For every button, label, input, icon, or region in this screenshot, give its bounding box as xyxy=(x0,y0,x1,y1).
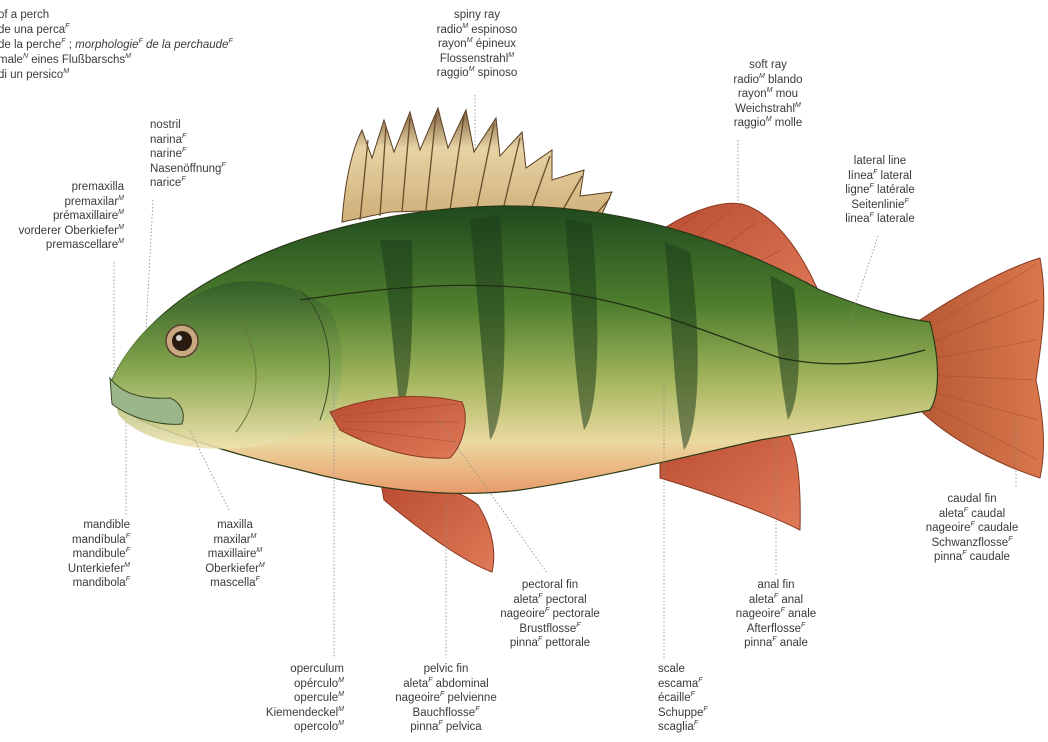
label-term: SeitenlinieF xyxy=(830,198,930,213)
label-term: operculum xyxy=(230,662,344,677)
label-term: FlossenstrahlM xyxy=(420,52,534,67)
label-term: lateral line xyxy=(830,154,930,169)
label-term: NasenöffnungF xyxy=(150,162,260,177)
label-term: rayonM mou xyxy=(718,87,818,102)
label-term: maxilarM xyxy=(190,533,280,548)
label-term: aletaF caudal xyxy=(912,507,1032,522)
caudal-fin-shape xyxy=(920,258,1044,478)
fish-head xyxy=(112,281,342,449)
label-term: opercoloM xyxy=(230,720,344,735)
label-term: maxilla xyxy=(190,518,280,533)
label-term: SchuppeF xyxy=(658,706,748,721)
label-term: operculeM xyxy=(230,691,344,706)
label-term: pelvic fin xyxy=(386,662,506,677)
label-term: maxillaireM xyxy=(190,547,280,562)
label-term: spiny ray xyxy=(420,8,534,23)
label-term: premaxilla xyxy=(0,180,124,195)
label-term: BrustflosseF xyxy=(490,622,610,637)
label-term: SchwanzflosseF xyxy=(912,536,1032,551)
label-term: anal fin xyxy=(726,578,826,593)
label-term: UnterkieferM xyxy=(0,562,130,577)
label-term: prémaxillaireM xyxy=(0,209,124,224)
label-term: aletaF abdominal xyxy=(386,677,506,692)
label-term: nageoireF pelvienne xyxy=(386,691,506,706)
label-term: mandible xyxy=(0,518,130,533)
label-term: pectoral fin xyxy=(490,578,610,593)
label-term: pinnaF anale xyxy=(726,636,826,651)
label-term: radioM espinoso xyxy=(420,23,534,38)
label-term: pinnaF pelvica xyxy=(386,720,506,735)
label-term: OberkieferM xyxy=(190,562,280,577)
label-term: WeichstrahlM xyxy=(718,102,818,117)
label-term: premaxilarM xyxy=(0,195,124,210)
label-term: scale xyxy=(658,662,748,677)
label-term: nariceF xyxy=(150,176,260,191)
label-term: raggioM molle xyxy=(718,116,818,131)
label-term: scagliaF xyxy=(658,720,748,735)
label-term: pinnaF pettorale xyxy=(490,636,610,651)
label-term: nageoireF anale xyxy=(726,607,826,622)
label-term: KiemendeckelM xyxy=(230,706,344,721)
label-term: premascellareM xyxy=(0,238,124,253)
label-term: nageoireF pectorale xyxy=(490,607,610,622)
label-term: mandibuleF xyxy=(0,547,130,562)
label-term: líneaF lateral xyxy=(830,169,930,184)
label-term: mascellaF xyxy=(190,576,280,591)
label-term: opérculoM xyxy=(230,677,344,692)
label-term: raggioM spinoso xyxy=(420,66,534,81)
label-term: AfterflosseF xyxy=(726,622,826,637)
label-term: radioM blando xyxy=(718,73,818,88)
label-term: mandíbulaF xyxy=(0,533,130,548)
label-term: rayonM épineux xyxy=(420,37,534,52)
label-term: nostril xyxy=(150,118,260,133)
label-term: BauchflosseF xyxy=(386,706,506,721)
label-term: aletaF pectoral xyxy=(490,593,610,608)
label-term: escamaF xyxy=(658,677,748,692)
label-term: narineF xyxy=(150,147,260,162)
label-term: soft ray xyxy=(718,58,818,73)
label-term: lineaF laterale xyxy=(830,212,930,227)
label-term: mandibolaF xyxy=(0,576,130,591)
label-term: pinnaF caudale xyxy=(912,550,1032,565)
label-term: caudal fin xyxy=(912,492,1032,507)
label-term: aletaF anal xyxy=(726,593,826,608)
label-term: nageoireF caudale xyxy=(912,521,1032,536)
label-term: narinaF xyxy=(150,133,260,148)
label-term: ligneF latérale xyxy=(830,183,930,198)
label-term: écailleF xyxy=(658,691,748,706)
label-term: vorderer OberkieferM xyxy=(0,224,124,239)
